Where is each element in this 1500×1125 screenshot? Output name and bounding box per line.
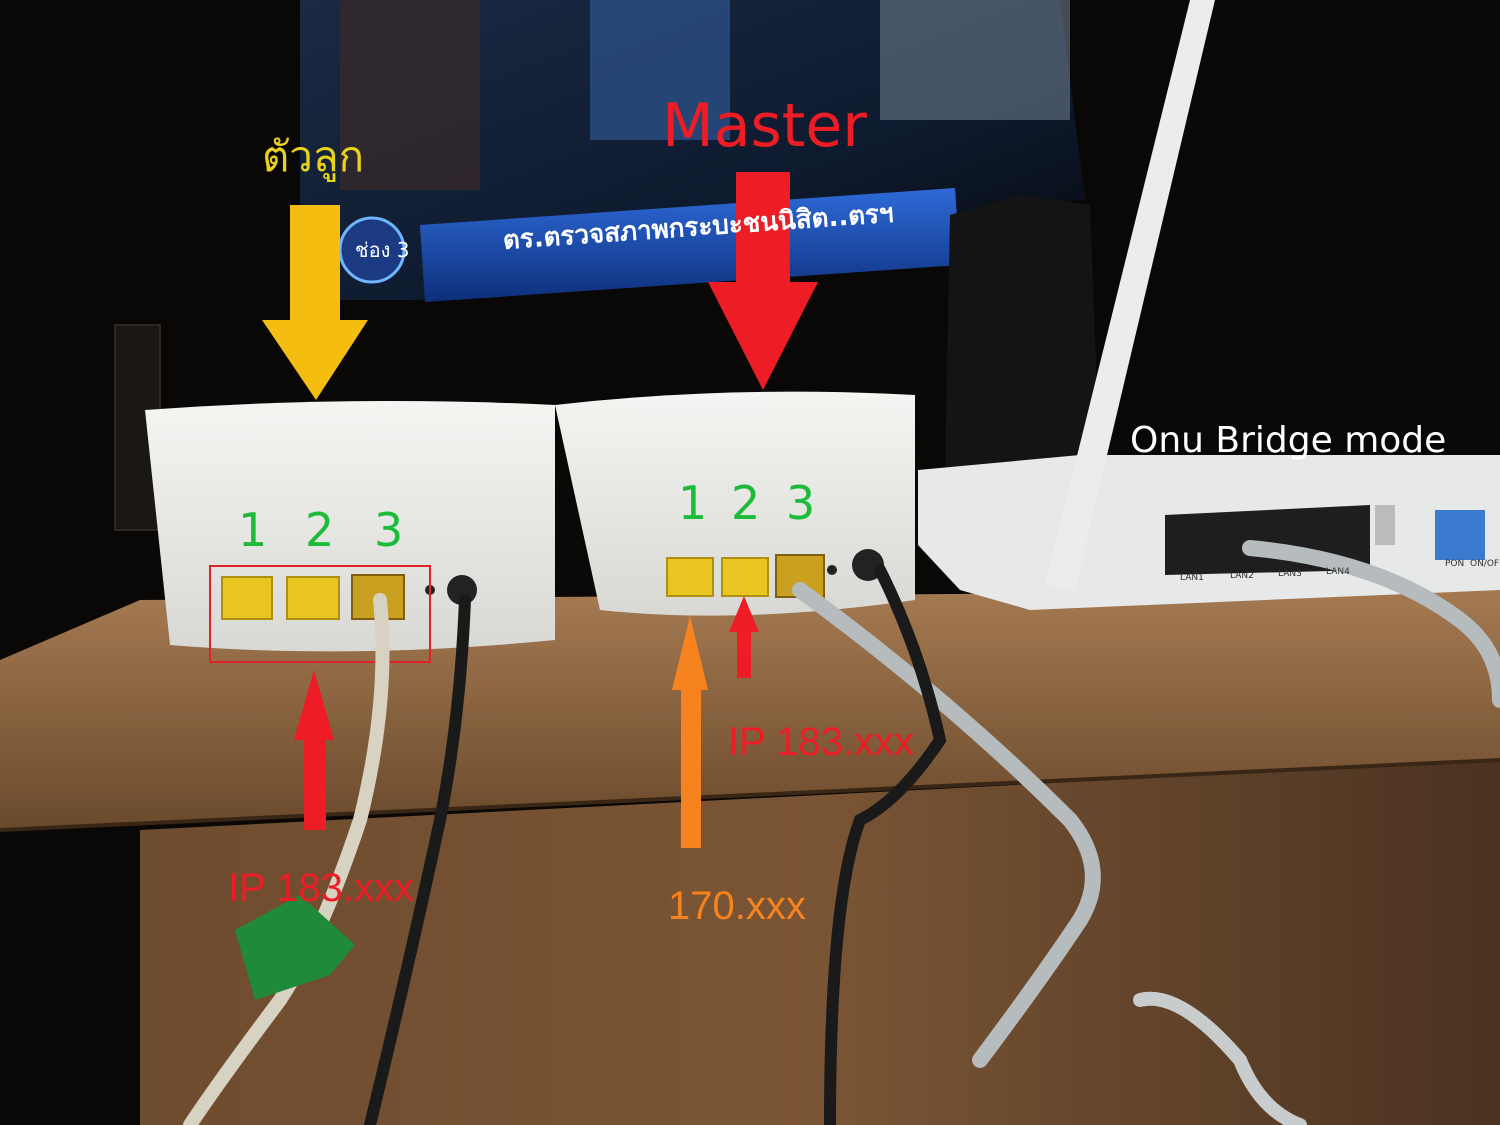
tv-screen <box>300 0 1085 302</box>
master-label: Master <box>662 91 867 161</box>
master-ip-label: IP 183.xxx <box>728 720 915 764</box>
onu-port-onoff: ON/OFF <box>1470 559 1500 569</box>
onu-port-lan3: LAN3 <box>1278 569 1302 579</box>
green-cable-boot <box>235 895 355 1000</box>
onu-port-lan1: LAN1 <box>1180 573 1204 583</box>
orange-up-arrow <box>672 616 708 848</box>
master-mesh-node <box>555 391 915 616</box>
master-red-arrow <box>708 172 818 390</box>
child-mesh-node <box>145 401 555 663</box>
left-ip-label: IP 183.xxx <box>228 866 415 910</box>
onu-port-lan2: LAN2 <box>1230 571 1254 581</box>
master-port-number-2: 2 <box>731 476 761 530</box>
left-port-number-3: 3 <box>374 503 404 557</box>
onu-port-lan4: LAN4 <box>1326 567 1350 577</box>
port-highlight-box <box>209 565 431 663</box>
black-device <box>945 195 1100 470</box>
onu-label: Onu Bridge mode <box>1130 420 1447 461</box>
master-port-number-3: 3 <box>786 476 816 530</box>
left-red-up-arrow <box>294 670 334 830</box>
master-port-number-1: 1 <box>678 476 708 530</box>
yellow-arrow <box>262 205 368 400</box>
left-port-number-2: 2 <box>305 503 335 557</box>
child-node-label: ตัวลูก <box>262 132 365 181</box>
orange-ip-label: 170.xxx <box>668 884 806 928</box>
left-port-number-1: 1 <box>238 503 268 557</box>
tv-channel-badge: ช่อง 3 <box>355 238 410 262</box>
onu-antenna <box>1045 0 1215 590</box>
master-red-up-arrow <box>729 596 759 678</box>
onu-port-pon: PON <box>1445 559 1465 569</box>
cables <box>183 540 1500 1125</box>
